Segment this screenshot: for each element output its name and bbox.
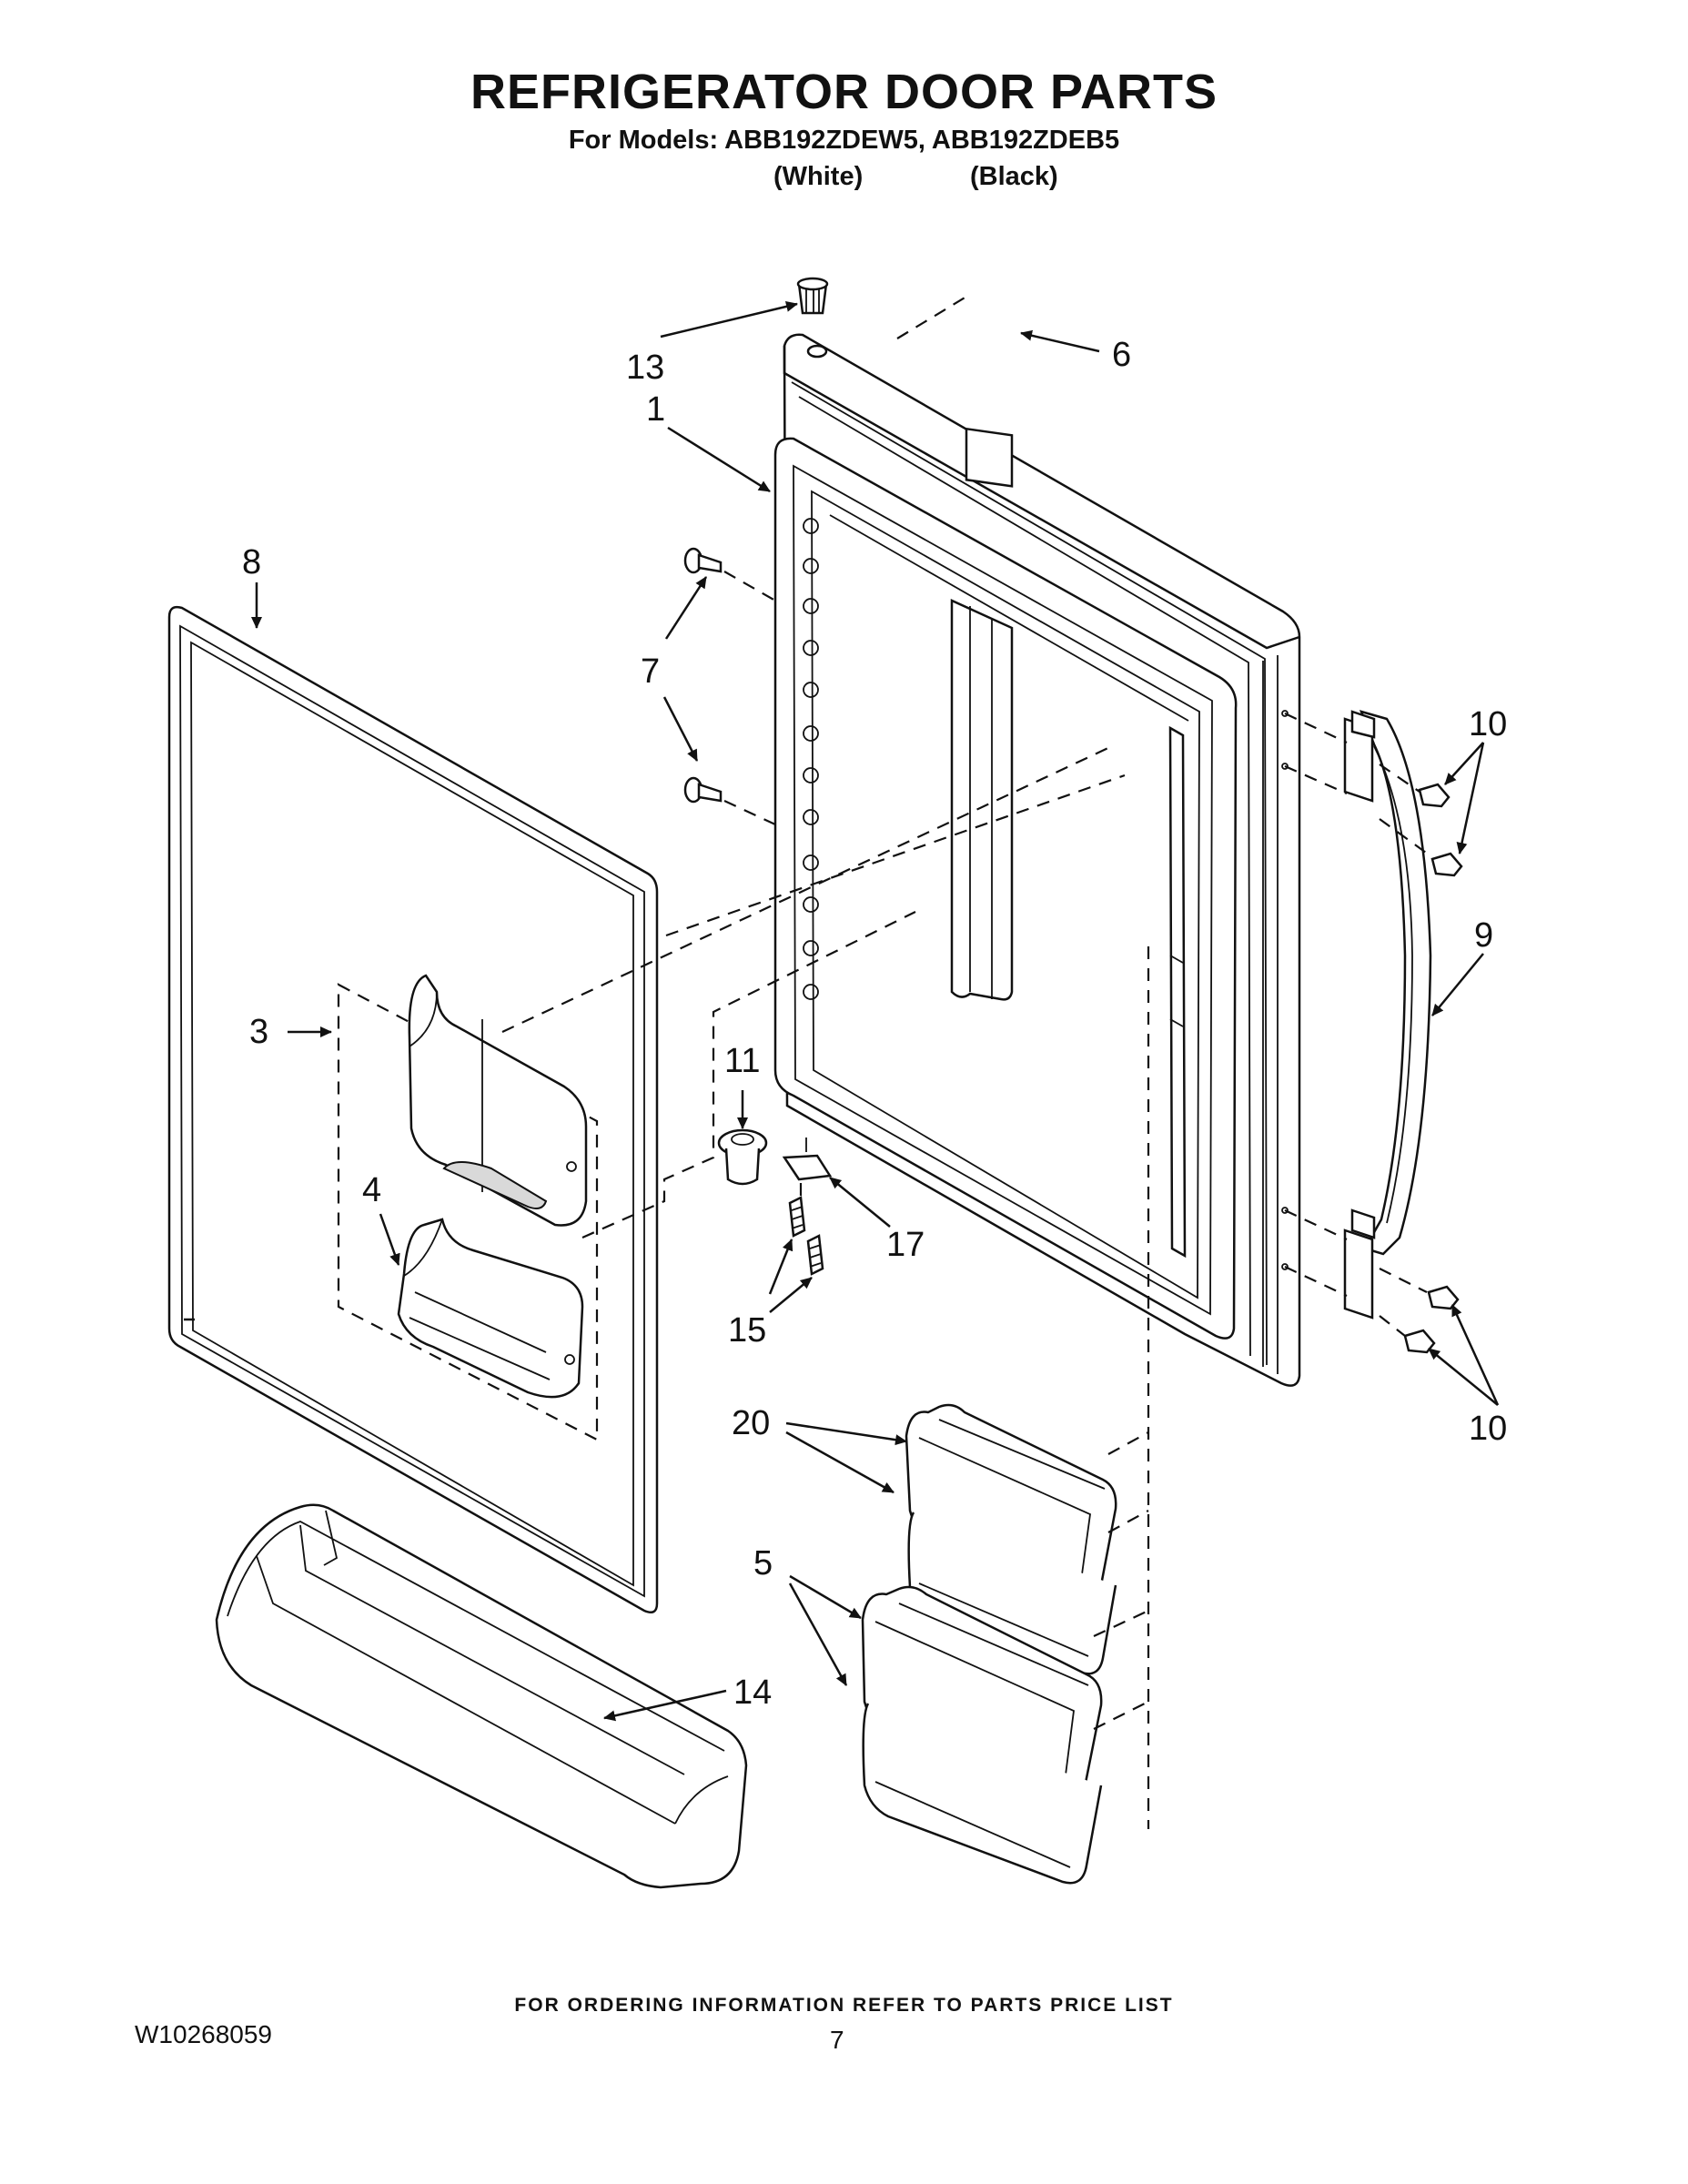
- leader-dash: [723, 800, 776, 825]
- callout-7: 7: [641, 652, 660, 691]
- callout-13: 13: [626, 349, 664, 387]
- dispenser-alignment-lines: [501, 745, 1126, 1239]
- document-number: W10268059: [135, 2020, 273, 2048]
- page-title: REFRIGERATOR DOOR PARTS: [470, 65, 1218, 119]
- leader-dash: [723, 571, 776, 602]
- callout-17: 17: [886, 1226, 925, 1264]
- cap-part: [717, 1128, 768, 1186]
- door-bin-large-part: [861, 1585, 1103, 1885]
- callout-10-top: 10: [1469, 705, 1507, 743]
- callout-10-bottom: 10: [1469, 1410, 1507, 1448]
- callout-6: 6: [1112, 336, 1131, 374]
- door-assembly: [773, 333, 1301, 1387]
- label-part: [965, 427, 1014, 488]
- callout-3: 3: [249, 1013, 268, 1051]
- handle-screw-part: [1403, 783, 1463, 1354]
- callout-4: 4: [362, 1171, 381, 1209]
- variant-white-label: (White): [773, 162, 864, 191]
- leader-dash: [896, 296, 967, 339]
- callout-5: 5: [753, 1544, 773, 1582]
- hinge-bushing-part: [796, 277, 829, 315]
- door-handle-part: [1343, 710, 1432, 1320]
- dispenser-group-boundary: [337, 983, 599, 1441]
- models-line: For Models: ABB192ZDEW5, ABB192ZDEB5: [568, 126, 1120, 155]
- variant-black-label: (Black): [970, 162, 1058, 191]
- screw-part: [788, 1196, 824, 1276]
- handle-alignment-lines: [1284, 713, 1433, 1337]
- callout-8: 8: [242, 543, 261, 581]
- callout-15: 15: [728, 1311, 766, 1350]
- dispenser-tray-part: [397, 1218, 584, 1399]
- shoulder-screw-part: [683, 547, 723, 804]
- page-number: 7: [830, 2026, 844, 2054]
- door-holes: [1281, 710, 1289, 1270]
- callout-14: 14: [733, 1673, 772, 1712]
- ordering-note: FOR ORDERING INFORMATION REFER TO PARTS …: [514, 1995, 1174, 2016]
- callout-20: 20: [732, 1404, 770, 1442]
- callout-9: 9: [1474, 916, 1493, 955]
- shelf-rail-part: [215, 1503, 748, 1889]
- bracket-part: [782, 1138, 833, 1181]
- callout-1: 1: [646, 390, 665, 429]
- dispenser-cover-part: [408, 974, 588, 1227]
- callout-arrows: [251, 300, 1500, 1722]
- bin-alignment-lines: [1093, 946, 1150, 1829]
- callout-11: 11: [724, 1042, 760, 1080]
